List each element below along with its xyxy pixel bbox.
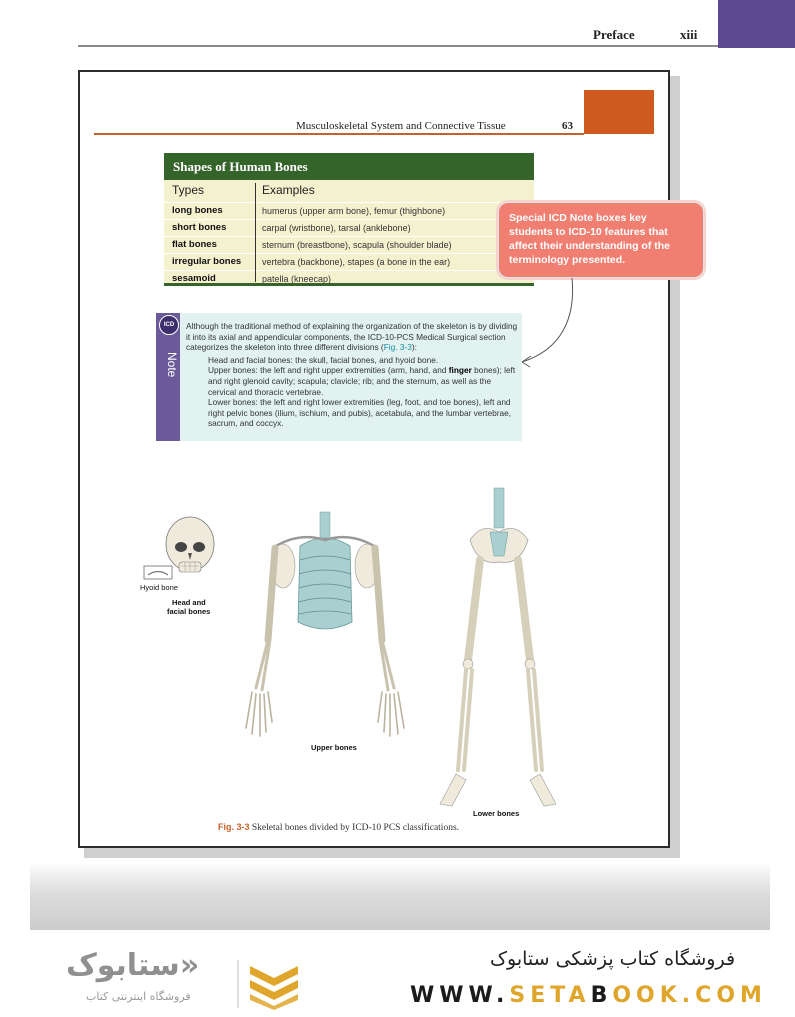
note-label: Note	[165, 352, 179, 378]
url-part-accent: OOK.COM	[612, 983, 767, 1008]
table-row: sesamoid patella (kneecap)	[164, 270, 534, 287]
column-header-examples: Examples	[262, 183, 315, 197]
table-header-row: Types Examples	[164, 180, 534, 202]
note-upper-emphasis: finger	[448, 365, 472, 376]
note-intro: Although the traditional method of expla…	[186, 321, 518, 353]
table-row: flat bones sternum (breastbone), scapula…	[164, 236, 534, 253]
bone-example-cell: patella (kneecap)	[262, 274, 332, 284]
figure-caption-text: Skeletal bones divided by ICD-10 PCS cla…	[251, 823, 460, 833]
hyoid-bone-illustration	[147, 570, 169, 576]
bone-type-cell: short bones	[172, 222, 227, 233]
head-bones-label-line1: Head and	[172, 598, 206, 607]
url-part: B	[590, 983, 613, 1008]
upper-bones-illustration	[245, 511, 405, 737]
store-logo-subtitle: فروشگاه اینترنتی کتاب	[86, 990, 191, 1003]
callout-line: students to ICD-10 features that	[509, 226, 668, 238]
callout-pointer-arrow	[521, 277, 574, 368]
icd-badge-icon: ICD	[159, 315, 179, 335]
note-intro-end: ):	[411, 342, 417, 353]
table-bottom-rule	[164, 283, 534, 286]
bone-type-cell: long bones	[172, 205, 223, 216]
bone-example-cell: humerus (upper arm bone), femur (thighbo…	[262, 206, 446, 216]
header-title: Preface	[593, 27, 635, 42]
figure-reference-link: Fig. 3-3	[383, 342, 412, 353]
bone-example-cell: vertebra (backbone), stapes (a bone in t…	[262, 257, 451, 267]
store-logo-text: ستابوک»	[66, 948, 200, 983]
inner-running-title: Musculoskeletal System and Connective Ti…	[296, 120, 506, 132]
bones-shapes-table: Shapes of Human Bones Types Examples lon…	[164, 153, 534, 286]
header-page-number: xiii	[680, 27, 698, 42]
hyoid-inset-box	[143, 565, 173, 580]
note-lower-bones: Lower bones: the left and right lower ex…	[208, 397, 511, 429]
header-color-tab	[718, 0, 795, 48]
bone-type-cell: flat bones	[172, 239, 217, 250]
note-head-bones: Head and facial bones: the skull, facial…	[208, 354, 439, 365]
lower-bones-illustration	[439, 487, 557, 807]
table-column-divider	[255, 183, 256, 282]
url-part-accent: SETA	[509, 983, 591, 1008]
store-name: فروشگاه کتاب پزشکی ستابوک	[490, 948, 736, 970]
inner-page-number: 63	[562, 120, 573, 132]
store-website-url[interactable]: WWW.SETABOOK.COM	[410, 983, 767, 1008]
store-logo-icon	[237, 960, 298, 1010]
footer-shadow	[30, 862, 770, 940]
header-rule	[78, 45, 718, 47]
callout-line: affect their understanding of the	[509, 240, 671, 252]
url-part: WWW.	[410, 983, 510, 1008]
feature-callout-bubble: Special ICD Note boxes key students to I…	[498, 202, 704, 278]
note-upper-text-end: bones); left and right glenoid cavity; s…	[208, 365, 516, 397]
head-bones-label-line2: facial bones	[167, 607, 211, 616]
figure-number: Fig. 3-3	[218, 822, 250, 832]
lower-bones-label: Lower bones	[473, 809, 520, 818]
bone-example-cell: carpal (wristbone), tarsal (anklebone)	[262, 223, 411, 233]
inner-orange-tab	[584, 90, 654, 134]
inner-header-rule	[94, 133, 584, 135]
bone-type-cell: sesamoid	[172, 273, 216, 284]
note-upper-bones: Upper bones: the left and right upper ex…	[186, 365, 518, 397]
note-intro-text: Although the traditional method of expla…	[186, 321, 518, 353]
hyoid-bone-label: Hyoid bone	[140, 583, 178, 592]
page-header: Preface xiii	[0, 0, 795, 48]
bone-example-cell: sternum (breastbone), scapula (shoulder …	[262, 240, 452, 250]
upper-bones-label: Upper bones	[311, 743, 357, 752]
callout-line: terminology presented.	[509, 254, 626, 266]
store-footer	[0, 930, 795, 1017]
figure-caption: Fig. 3-3 Skeletal bones divided by ICD-1…	[218, 822, 459, 833]
note-upper-text: Upper bones: the left and right upper ex…	[208, 365, 449, 376]
table-row: irregular bones vertebra (backbone), sta…	[164, 253, 534, 270]
bone-type-cell: irregular bones	[172, 256, 242, 267]
table-title: Shapes of Human Bones	[164, 153, 534, 180]
table-row: short bones carpal (wristbone), tarsal (…	[164, 219, 534, 236]
note-side-bar: ICD Note	[156, 313, 180, 441]
column-header-types: Types	[172, 183, 205, 197]
table-row: long bones humerus (upper arm bone), fem…	[164, 202, 534, 219]
callout-line: Special ICD Note boxes key	[509, 212, 647, 224]
skull-illustration	[165, 516, 215, 573]
note-text: Although the traditional method of expla…	[186, 321, 518, 429]
icd-note-box: ICD Note Although the traditional method…	[156, 313, 522, 441]
